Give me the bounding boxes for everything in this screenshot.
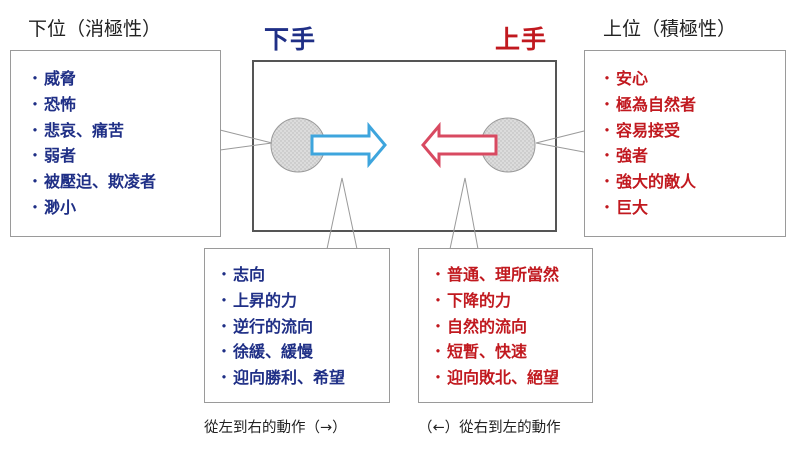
list-item: 迎向敗北、絕望 (430, 365, 592, 391)
left-pointing-arrow-icon (421, 121, 498, 169)
left-heading: 下位（消極性） (28, 18, 162, 40)
list-item: 迎向勝利、希望 (216, 365, 389, 391)
list-item: 志向 (216, 262, 389, 288)
bottom-left-callout-pointer (326, 177, 358, 250)
list-item: 恐怖 (27, 92, 220, 118)
list-item: 極為自然者 (599, 92, 785, 118)
right-pointing-arrow-icon (310, 121, 387, 169)
bottom-right-callout-pointer (449, 177, 479, 250)
right-traits-list: 安心 極為自然者 容易接受 強者 強大的敵人 巨大 (599, 66, 785, 221)
list-item: 強者 (599, 143, 785, 169)
list-item: 短暫、快速 (430, 339, 592, 365)
list-item: 安心 (599, 66, 785, 92)
list-item: 被壓迫、欺凌者 (27, 169, 220, 195)
list-item: 下降的力 (430, 288, 592, 314)
right-title: 上手 (495, 25, 548, 54)
list-item: 威脅 (27, 66, 220, 92)
right-movement-list: 普通、理所當然 下降的力 自然的流向 短暫、快速 迎向敗北、絕望 (430, 262, 592, 391)
left-callout-pointer (219, 129, 273, 151)
right-heading: 上位（積極性） (603, 18, 737, 40)
list-item: 巨大 (599, 195, 785, 221)
list-item: 容易接受 (599, 118, 785, 144)
right-callout-pointer (535, 130, 585, 153)
left-traits-list: 威脅 恐怖 悲哀、痛苦 弱者 被壓迫、欺凌者 渺小 (27, 66, 220, 221)
list-item: 渺小 (27, 195, 220, 221)
list-item: 逆行的流向 (216, 314, 389, 340)
left-caption: 從左到右的動作（→） (204, 420, 347, 436)
right-caption: （←）從右到左的動作 (418, 420, 561, 436)
left-callout-box: 威脅 恐怖 悲哀、痛苦 弱者 被壓迫、欺凌者 渺小 (10, 50, 221, 237)
list-item: 強大的敵人 (599, 169, 785, 195)
list-item: 普通、理所當然 (430, 262, 592, 288)
list-item: 徐緩、緩慢 (216, 339, 389, 365)
left-title: 下手 (264, 25, 317, 54)
bottom-right-callout-box: 普通、理所當然 下降的力 自然的流向 短暫、快速 迎向敗北、絕望 (418, 248, 593, 403)
bottom-left-callout-box: 志向 上昇的力 逆行的流向 徐緩、緩慢 迎向勝利、希望 (204, 248, 390, 403)
list-item: 弱者 (27, 143, 220, 169)
list-item: 上昇的力 (216, 288, 389, 314)
left-movement-list: 志向 上昇的力 逆行的流向 徐緩、緩慢 迎向勝利、希望 (216, 262, 389, 391)
list-item: 自然的流向 (430, 314, 592, 340)
list-item: 悲哀、痛苦 (27, 118, 220, 144)
right-callout-box: 安心 極為自然者 容易接受 強者 強大的敵人 巨大 (584, 50, 786, 237)
